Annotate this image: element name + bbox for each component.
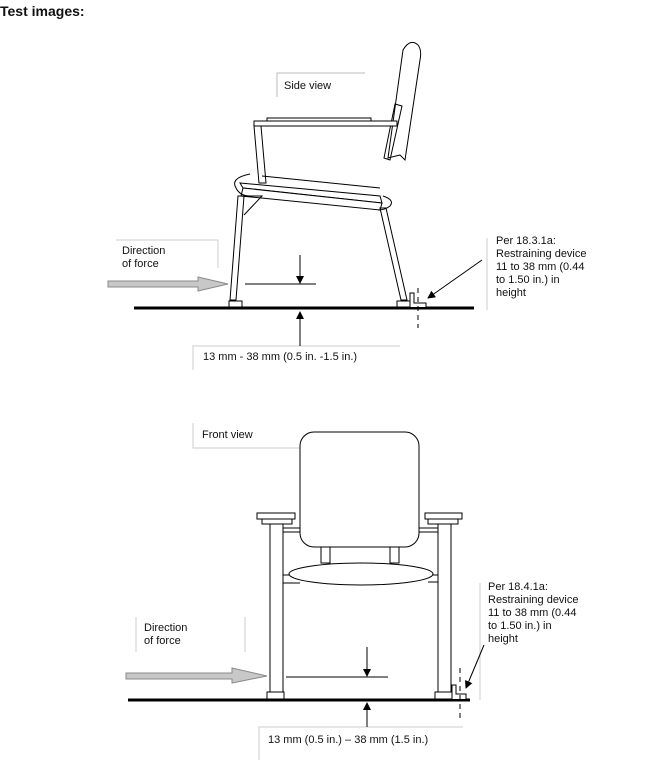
- side-view-title: Side view: [284, 80, 332, 92]
- front-right-support: [389, 546, 400, 564]
- front-note-line: 11 to 38 mm (0.44: [488, 607, 577, 619]
- side-restraining-device: [409, 292, 427, 307]
- front-right-leg: [437, 523, 452, 696]
- front-view-figure: [125, 423, 485, 760]
- side-note: Per 18.3.1a: Restraining device 11 to 38…: [496, 235, 587, 300]
- front-left-armpad-base: [261, 518, 293, 525]
- side-force-label: Direction of force: [122, 245, 165, 271]
- front-view-title: Front view: [202, 429, 253, 441]
- front-left-support: [320, 546, 331, 564]
- front-note-line: to 1.50 in.) in: [488, 620, 552, 632]
- side-back-pad: [383, 103, 403, 161]
- side-force-arrow: [107, 276, 229, 292]
- front-right-armpad: [424, 512, 463, 520]
- side-seat-rail: [261, 175, 381, 189]
- front-restraining-device: [451, 684, 467, 699]
- side-note-line: to 1.50 in.) in: [496, 274, 560, 286]
- front-dimension-box: [258, 726, 463, 760]
- front-left-armpad: [256, 512, 296, 520]
- front-right-armpad-base: [427, 518, 459, 525]
- side-dimension-box: [192, 345, 400, 370]
- front-seat-brackets: [283, 574, 438, 584]
- front-left-leg: [269, 523, 284, 696]
- side-force-label-box: [116, 239, 219, 268]
- front-force-label-line: of force: [144, 635, 181, 647]
- side-armrest: [253, 120, 398, 127]
- side-front-leg: [229, 195, 264, 301]
- front-force-arrow: [125, 667, 268, 684]
- front-note-line: Restraining device: [488, 594, 579, 606]
- front-arm-rails: [283, 527, 438, 533]
- side-seat-cushion: [234, 173, 392, 211]
- side-backrest: [387, 41, 422, 162]
- side-title-box: [276, 72, 365, 97]
- side-front-foot: [228, 300, 243, 308]
- heading: Test images:: [0, 3, 85, 19]
- front-note-line: Per 18.4.1a:: [488, 581, 548, 593]
- front-seat: [288, 562, 434, 586]
- side-note-line: 11 to 38 mm (0.44: [496, 261, 585, 273]
- side-dimension-label: 13 mm - 38 mm (0.5 in. -1.5 in.): [203, 351, 358, 363]
- side-note-line: height: [496, 287, 526, 299]
- side-force-label-line: Direction: [122, 245, 166, 257]
- side-rear-foot: [396, 300, 411, 308]
- side-note-arrow: [427, 259, 483, 299]
- side-note-line: Restraining device: [496, 248, 587, 260]
- front-note: Per 18.4.1a: Restraining device 11 to 38…: [488, 581, 579, 646]
- front-force-label-box: [135, 617, 246, 652]
- side-armrest-pad: [266, 117, 372, 122]
- front-backrest: [299, 431, 420, 548]
- front-force-label: Direction of force: [144, 622, 187, 648]
- side-view-figure: [107, 41, 488, 370]
- front-left-foot: [266, 691, 285, 700]
- side-force-label-line: of force: [122, 258, 159, 270]
- side-note-line: Per 18.3.1a:: [496, 235, 556, 247]
- side-rear-leg: [379, 207, 408, 301]
- front-force-label-line: Direction: [144, 622, 188, 634]
- front-note-arrow: [465, 644, 485, 689]
- side-front-post: [253, 125, 267, 184]
- front-title-box: [192, 423, 300, 449]
- front-note-line: height: [488, 633, 518, 645]
- front-dimension-label: 13 mm (0.5 in.) – 38 mm (1.5 in.): [268, 734, 429, 746]
- front-right-foot: [434, 691, 453, 700]
